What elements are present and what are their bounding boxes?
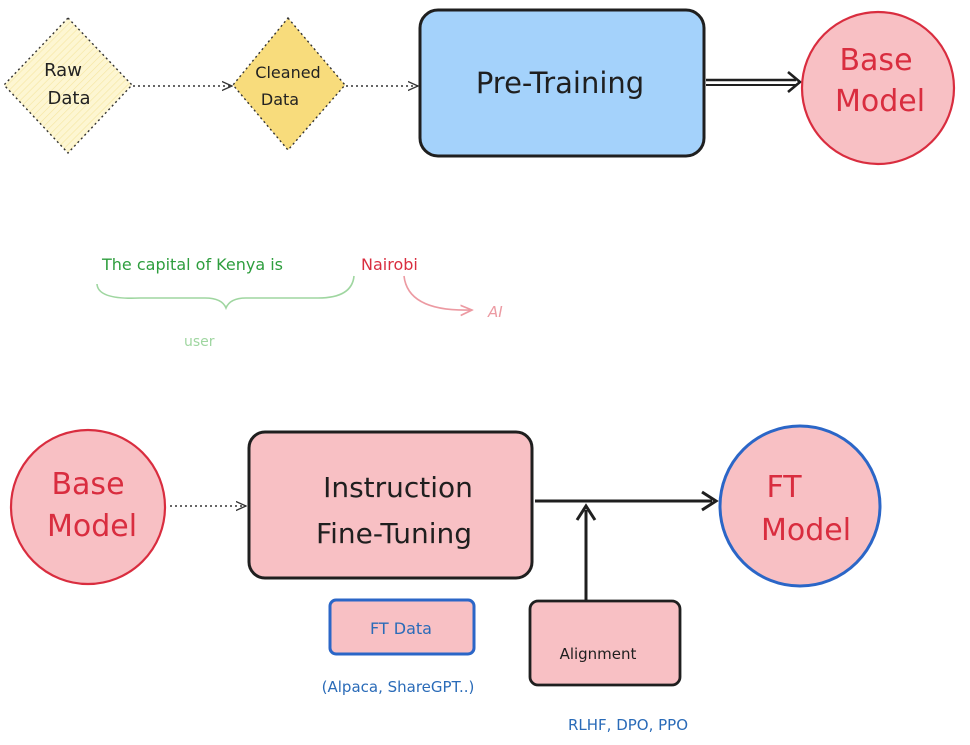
example-sentence: The capital of Kenya is: [101, 255, 283, 274]
pretraining-label: Pre-Training: [476, 66, 644, 100]
user-label: user: [184, 334, 215, 350]
ft-data-label: FT Data: [370, 619, 432, 638]
base-model-bottom-line2: Model: [47, 509, 137, 544]
arrow-alignment-up: [575, 503, 597, 600]
base-model-top-line2: Model: [835, 84, 925, 119]
ft-model-line1: FT: [766, 470, 802, 505]
raw-data-label-line1: Raw: [44, 60, 82, 81]
example-completion: The capital of Kenya is Nairobi user AI: [96, 255, 503, 350]
alignment-methods: RLHF, DPO, PPO: [568, 716, 688, 734]
base-model-node-bottom: Base Model: [9, 428, 167, 586]
base-model-top-line1: Base: [839, 43, 912, 78]
arrow-ift-to-ft-model: [535, 490, 719, 512]
instruction-finetuning-node: Instruction Fine-Tuning: [247, 430, 534, 580]
example-completion-word: Nairobi: [361, 255, 418, 274]
cleaned-data-label-line2: Data: [261, 90, 299, 109]
ft-data-examples: (Alpaca, ShareGPT..): [322, 678, 475, 696]
base-model-node-top: Base Model: [800, 10, 956, 166]
raw-data-label-line2: Data: [48, 88, 91, 109]
cleaned-data-label-line1: Cleaned: [255, 63, 320, 82]
ai-arrow: [403, 275, 472, 310]
alignment-label: Alignment: [560, 645, 637, 663]
pretraining-node: Pre-Training: [418, 8, 706, 158]
user-brace: [96, 275, 355, 311]
ft-model-node: FT Model: [718, 424, 882, 588]
ift-label-line1: Instruction: [323, 471, 473, 504]
base-model-bottom-line1: Base: [51, 467, 124, 502]
alignment-node: Alignment: [528, 599, 682, 687]
raw-data-node: Raw Data: [3, 16, 133, 155]
ft-data-node: FT Data: [328, 598, 476, 656]
ft-model-line2: Model: [761, 513, 851, 548]
arrow-pretraining-to-base-model: [706, 71, 803, 93]
cleaned-data-node: Cleaned Data: [232, 16, 346, 152]
ai-label: AI: [487, 303, 503, 321]
ift-label-line2: Fine-Tuning: [316, 517, 472, 550]
